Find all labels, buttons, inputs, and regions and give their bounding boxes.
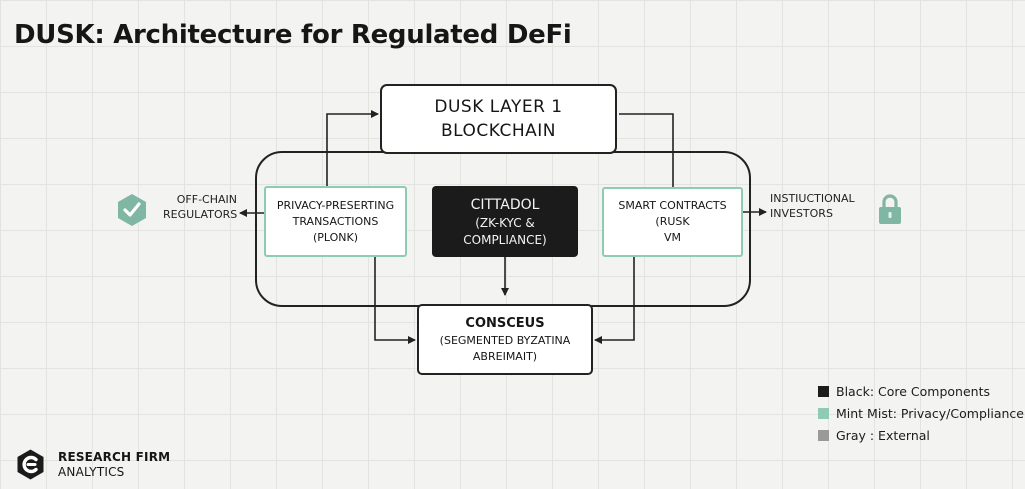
legend-desc-external: : External	[869, 427, 930, 443]
consensus-node: CONSCEUS (SEGMENTED BYZATINA ABREIMAIT)	[417, 304, 593, 375]
legend-key-privacy: Mint Mist	[836, 405, 893, 421]
smart-contracts-line2: (RUSK	[655, 215, 690, 228]
lock-icon	[879, 194, 901, 224]
citadel-line2: (ZK-KYC &	[475, 215, 535, 230]
legend-item-core: Black: Core Components	[818, 380, 1024, 402]
smart-contracts-to-consensus-arrow	[594, 257, 635, 344]
privacy-line1: PRIVACY-PRESERTING	[276, 198, 395, 212]
smart-contracts-to-layer1-line	[619, 113, 674, 187]
consensus-line1: CONSCEUS	[465, 315, 545, 331]
page-title: DUSK: Architecture for Regulated DeFi	[14, 20, 572, 50]
legend-key-external: Gray	[836, 427, 870, 443]
smart-contracts-line3: VM	[663, 231, 681, 244]
citadel-line3: COMPLIANCE)	[463, 232, 547, 247]
shield-check-icon	[118, 194, 146, 226]
off-chain-regulators-label: OFF-CHAIN REGULATORS	[163, 192, 237, 222]
legend: Black: Core Components Mint Mist: Privac…	[818, 380, 1024, 446]
brand-line1: RESEARCH FIRM	[58, 449, 171, 464]
privacy-line3: (PLONK)	[312, 230, 359, 244]
legend-swatch-external	[818, 429, 829, 441]
layer1-line2: BLOCKCHAIN	[440, 121, 556, 141]
brand: RESEARCH FIRM ANALYTICS	[14, 448, 170, 481]
legend-key-core: Black	[836, 383, 870, 399]
smart-contracts-line1: SMART CONTRACTS	[618, 199, 727, 212]
investors-line1: INSTIUCTIONAL	[770, 192, 855, 205]
dusk-layer1-node: DUSK LAYER 1 BLOCKCHAIN	[380, 84, 617, 154]
privacy-to-consensus-arrow	[374, 257, 416, 344]
legend-desc-privacy: : Privacy/Compliance	[892, 405, 1024, 421]
brand-name: RESEARCH FIRM ANALYTICS	[58, 450, 170, 480]
consensus-line2: (SEGMENTED BYZATINA	[439, 333, 571, 347]
privacy-line2: TRANSACTIONS	[292, 214, 379, 228]
regulators-line1: OFF-CHAIN	[176, 193, 237, 206]
consensus-line3: ABREIMAIT)	[472, 349, 538, 363]
layer1-line1: DUSK LAYER 1	[434, 97, 563, 117]
legend-item-privacy: Mint Mist: Privacy/Compliance	[818, 402, 1024, 424]
citadel-line1: CITTADOL	[470, 196, 540, 213]
legend-item-external: Gray : External	[818, 424, 1024, 446]
privacy-to-layer1-arrow	[326, 110, 379, 186]
legend-swatch-core	[818, 385, 829, 397]
citadel-node: CITTADOL (ZK-KYC & COMPLIANCE)	[432, 186, 578, 257]
privacy-transactions-node: PRIVACY-PRESERTING TRANSACTIONS (PLONK)	[264, 186, 407, 257]
institutional-investors-label: INSTIUCTIONAL INVESTORS	[770, 191, 870, 221]
smart-contracts-node: SMART CONTRACTS (RUSK VM	[602, 187, 743, 257]
brand-logo-icon	[17, 449, 44, 480]
brand-line2: ANALYTICS	[58, 464, 125, 479]
regulators-line2: REGULATORS	[163, 208, 238, 221]
investors-line2: INVESTORS	[770, 207, 833, 220]
legend-swatch-privacy	[818, 407, 829, 419]
legend-desc-core: : Core Components	[869, 383, 991, 399]
